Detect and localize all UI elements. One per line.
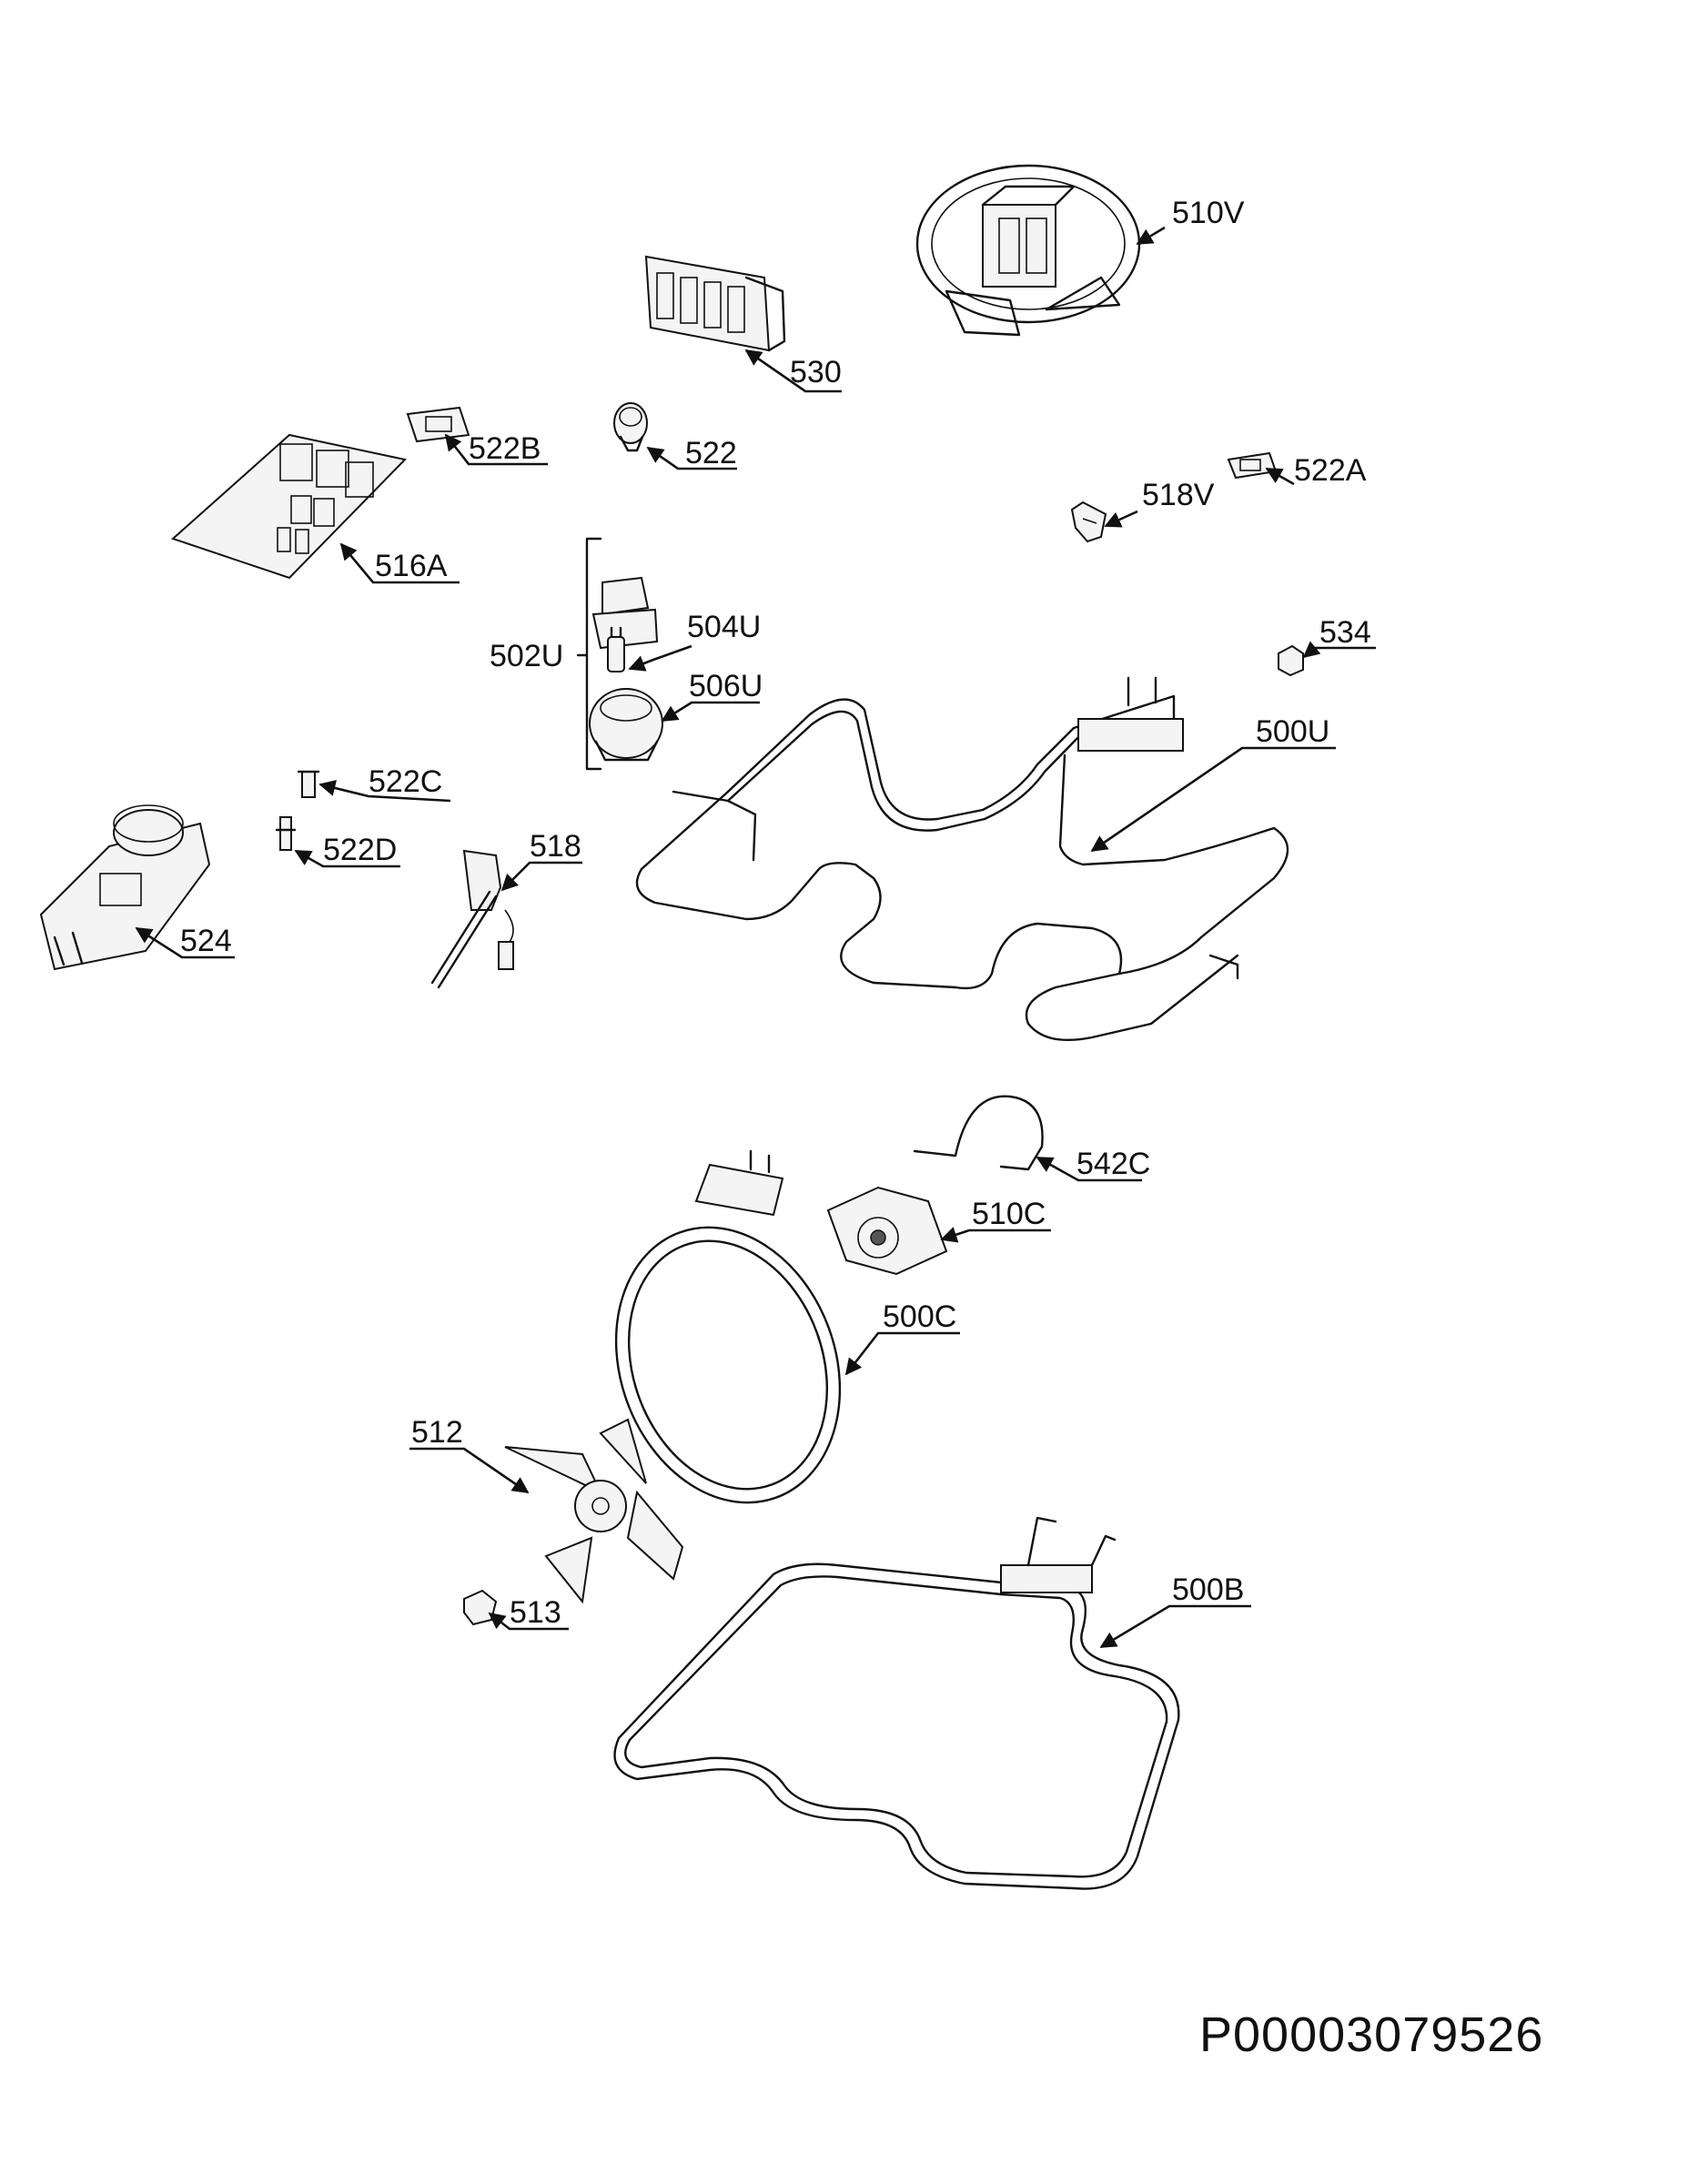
leader-542C [1036,1156,1142,1182]
leader-522B [444,433,548,466]
callout-512: 512 [411,1415,463,1450]
spring-clip-icon [913,1095,1044,1171]
leader-500U [1090,746,1336,853]
leader-510C [940,1227,1051,1243]
nut-icon [463,1589,498,1626]
callout-labels: 510V 530 522B 522 522A 518V 516A 502U 50… [180,196,1371,1630]
bracket-icon [1227,451,1278,480]
callout-500U: 500U [1256,714,1329,749]
leader-512 [409,1447,530,1494]
callout-510V: 510V [1172,196,1245,230]
bulb-icon [607,626,625,672]
callout-522D: 522D [323,833,397,867]
callout-502U: 502U [490,639,563,673]
leader-500B [1099,1604,1251,1649]
callout-510C: 510C [972,1197,1046,1231]
callout-500C: 500C [883,1299,956,1334]
leader-510V [1136,226,1166,246]
leader-522A [1265,467,1295,486]
bracket-icon [406,406,470,443]
leader-524 [135,926,235,959]
circuit-board-icon [171,433,407,580]
clip-icon [1070,500,1107,543]
leader-513 [488,1612,569,1631]
pin-icon [275,816,297,851]
leader-522C [318,780,451,803]
callout-513: 513 [510,1595,561,1630]
leader-lines [135,226,1376,1649]
terminal-block-icon [644,255,786,352]
leader-530 [744,349,842,393]
ring-element-icon [614,1149,842,1504]
fan-blade-icon [504,1418,684,1604]
fan-motor-icon [915,164,1141,337]
knob-icon [1278,644,1304,677]
lamp-assembly-icon [591,576,659,650]
callout-518: 518 [530,829,581,864]
callout-522: 522 [685,436,737,470]
lamp-cover-icon [589,688,663,762]
callout-530: 530 [790,355,842,389]
group-bracket [576,537,602,771]
leader-518V [1104,510,1138,528]
door-lock-icon [39,804,211,971]
sensor-probe-icon [430,849,514,989]
leader-506U [661,701,760,723]
callout-518V: 518V [1142,478,1215,512]
document-number: P00003079526 [1199,2007,1544,2062]
lamp-holder-icon [613,402,648,452]
callout-506U: 506U [689,669,763,703]
callout-500B: 500B [1172,1572,1244,1607]
leader-522 [646,446,737,470]
leader-500C [844,1331,960,1376]
callout-522A: 522A [1294,453,1367,488]
leader-522D [294,849,400,868]
leader-516A [339,542,460,584]
leader-518 [500,861,582,892]
callout-524: 524 [180,924,232,958]
leader-534 [1302,641,1376,659]
callout-522C: 522C [369,764,442,799]
heating-element-icon [635,676,1289,1041]
callout-522B: 522B [469,431,541,466]
heating-element-icon [613,1516,1180,1890]
callout-504U: 504U [687,610,761,644]
motor-icon [826,1186,948,1276]
leader-504U [628,644,692,672]
callout-534: 534 [1319,615,1371,650]
screw-icon [297,770,320,798]
callout-542C: 542C [1076,1147,1150,1181]
callout-516A: 516A [375,549,448,583]
